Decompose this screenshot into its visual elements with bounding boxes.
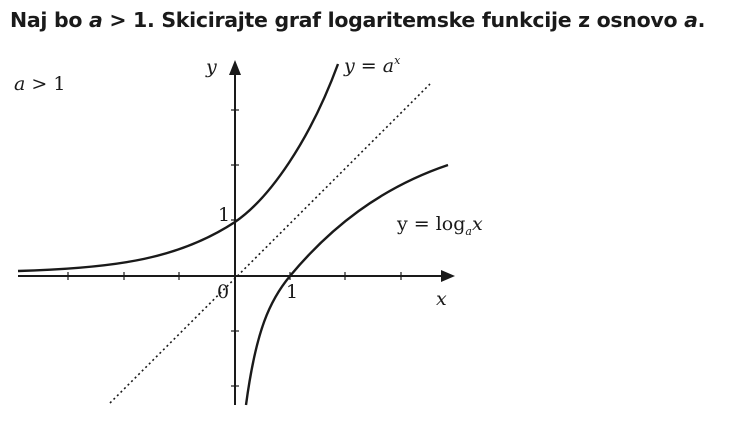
x-axis-arrow-icon [441, 270, 455, 282]
y-axis-arrow-icon [229, 60, 241, 75]
logarithmic-curve-label: y = logax [397, 213, 483, 238]
exponential-curve [17, 63, 340, 273]
y-axis-label: y [206, 56, 217, 78]
logarithmic-curve [244, 163, 449, 406]
x-axis-label: x [436, 288, 447, 310]
x-axis-ticks [67, 272, 402, 280]
task-title: Naj bo a > 1. Skicirajte graf logaritems… [10, 8, 706, 32]
origin-label: 0 [217, 281, 230, 303]
condition-label: a > 1 [14, 73, 66, 95]
exponential-curve-label: y = ax [344, 54, 401, 77]
x-tick-one-label: 1 [286, 281, 299, 303]
y-tick-one-label: 1 [218, 204, 231, 226]
mirror-line-y-equals-x [109, 83, 431, 404]
